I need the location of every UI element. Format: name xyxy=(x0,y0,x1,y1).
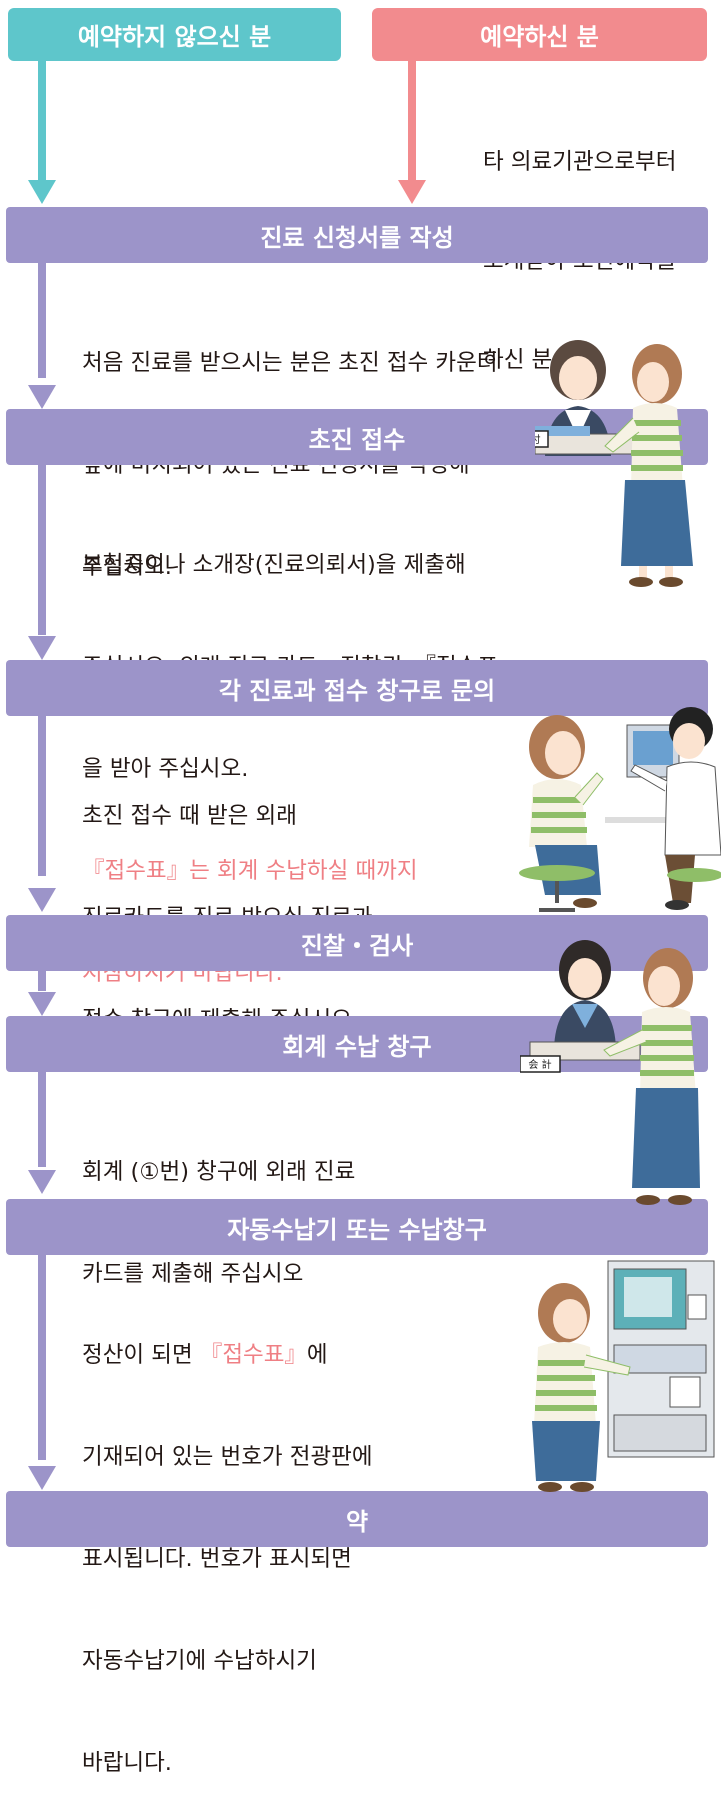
down-arrow-icon xyxy=(28,992,56,1016)
down-arrow-icon xyxy=(28,1170,56,1194)
step-5-line: 회계 (①번) 창구에 외래 진료 xyxy=(82,1159,356,1185)
step-5-text: 회계 (①번) 창구에 외래 진료 카드를 제출해 주십시오 xyxy=(82,1087,355,1325)
consultation-illustration xyxy=(519,707,721,912)
flow-line xyxy=(38,971,46,991)
step-1-line: 주십시오. xyxy=(82,554,172,580)
pink-flow-line xyxy=(408,61,416,181)
cashier-illustration: 会 計 xyxy=(520,940,700,1205)
step-6-line: 표시됩니다. 번호가 표시되면 xyxy=(82,1546,352,1572)
step-bar-pharmacy: 약 xyxy=(6,1491,708,1547)
step-bar-department-reception: 각 진료과 접수 창구로 문의 xyxy=(6,660,708,716)
teal-flow-line xyxy=(38,61,46,181)
flow-line xyxy=(38,716,46,876)
reservation-note-line: 타 의료기관으로부터 xyxy=(483,149,677,175)
step-6-line-end: 에 xyxy=(306,1342,328,1368)
pink-arrow-icon xyxy=(398,180,426,204)
flow-line xyxy=(38,263,46,378)
flow-line xyxy=(38,1072,46,1167)
step-1-line: 처음 진료를 받으시는 분은 초진 접수 카운터 xyxy=(82,350,498,376)
down-arrow-icon xyxy=(28,888,56,912)
step-6-line: 자동수납기에 수납하시기 xyxy=(82,1648,317,1674)
payment-machine-illustration xyxy=(532,1260,715,1492)
step-2-line: 을 받아 주십시오. xyxy=(82,756,249,782)
not-reserved-header: 예약하지 않으신 분 xyxy=(8,8,341,61)
reception-counter-sign: 受 付 xyxy=(535,433,541,446)
flow-line xyxy=(38,465,46,635)
step-6-ticket-highlight: 『접수표』 xyxy=(199,1342,307,1368)
cashier-counter-sign: 会 計 xyxy=(528,1058,551,1071)
step-6-line: 바랍니다. xyxy=(82,1750,172,1776)
step-6-line-start: 정산이 되면 xyxy=(82,1342,200,1368)
step-6-line: 정산이 되면 『접수표』에 xyxy=(82,1338,373,1372)
step-3-line: 초진 접수 때 받은 외래 xyxy=(82,803,297,829)
step-6-line: 기재되어 있는 번호가 전광판에 xyxy=(82,1444,373,1470)
down-arrow-icon xyxy=(28,636,56,660)
flow-line xyxy=(38,1255,46,1460)
teal-arrow-icon xyxy=(28,180,56,204)
down-arrow-icon xyxy=(28,385,56,409)
down-arrow-icon xyxy=(28,1466,56,1490)
step-2-line: 보험증이나 소개장(진료의뢰서)을 제출해 xyxy=(82,552,466,578)
step-2-note-line: 『접수표』는 회계 수납하실 때까지 xyxy=(82,858,418,884)
reserved-header: 예약하신 분 xyxy=(372,8,707,61)
step-bar-auto-payment: 자동수납기 또는 수납창구 xyxy=(6,1199,708,1255)
step-bar-application-form: 진료 신청서를 작성 xyxy=(6,207,708,263)
reception-illustration: 受 付 xyxy=(535,340,693,587)
step-5-line: 카드를 제출해 주십시오 xyxy=(82,1261,304,1287)
